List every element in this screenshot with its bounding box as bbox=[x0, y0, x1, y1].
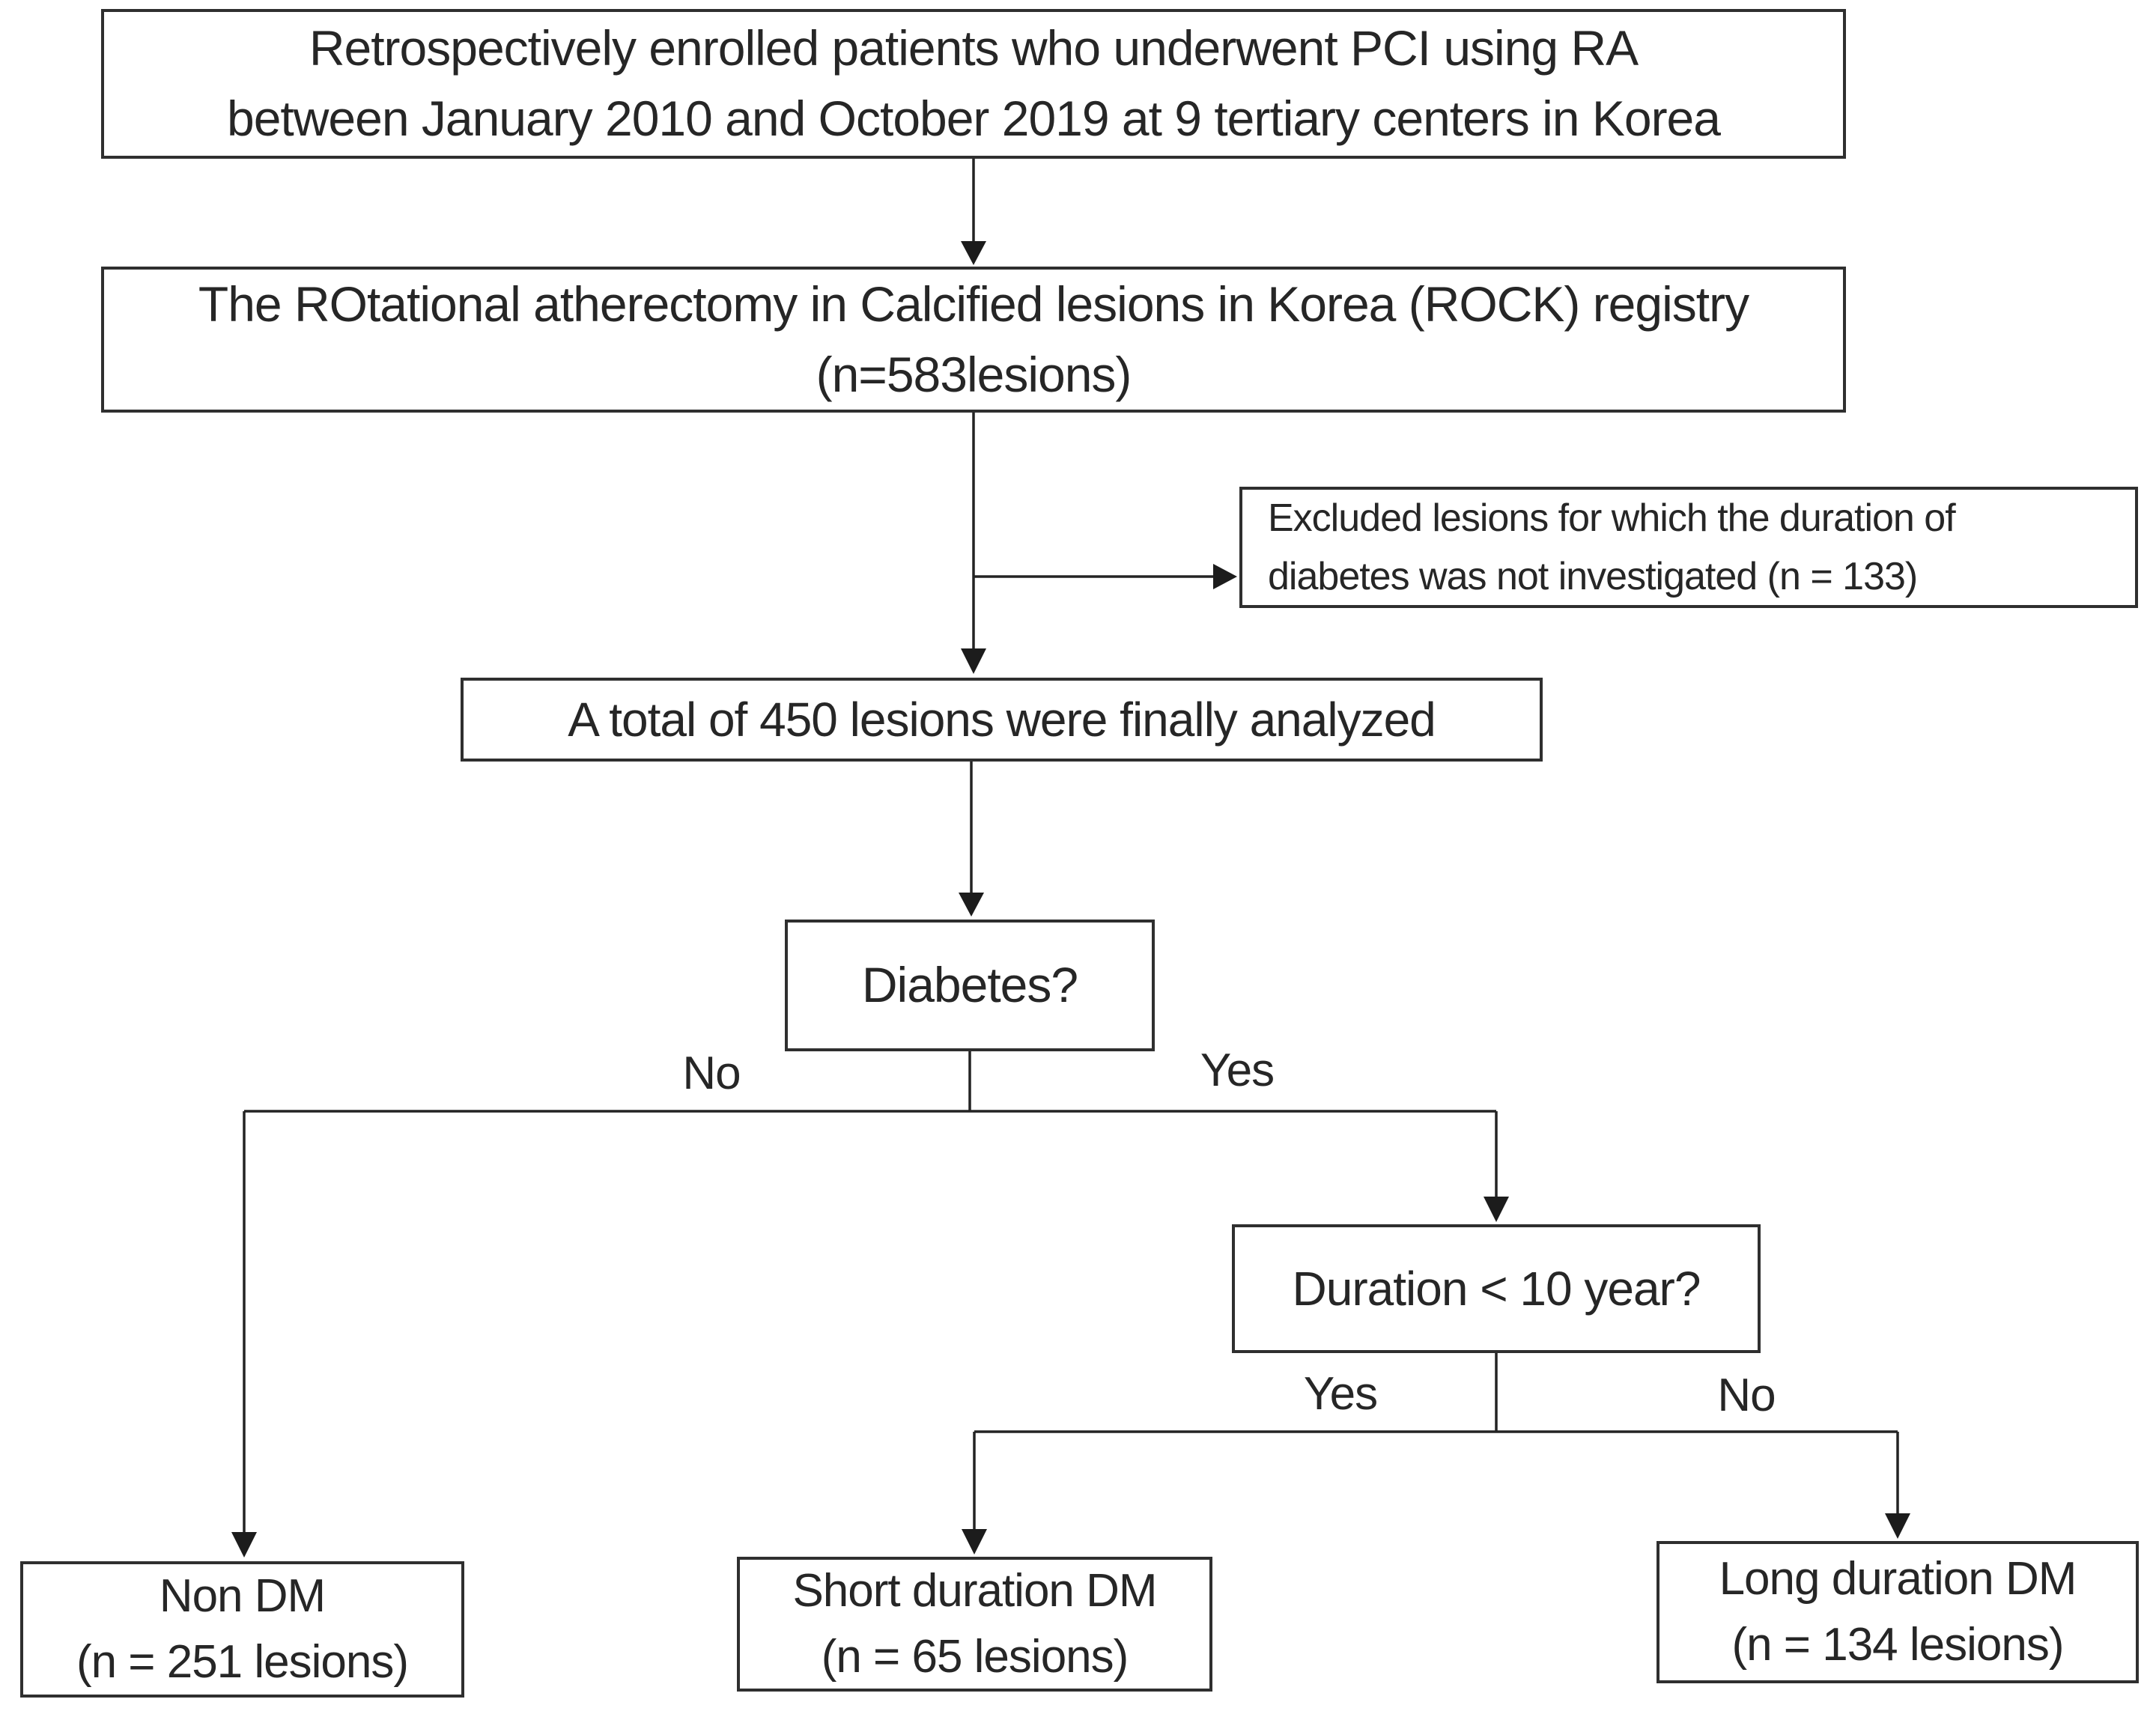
non-dm-line-2: (n = 251 lesions) bbox=[76, 1636, 409, 1688]
arrow-registry-to-analyzed bbox=[961, 413, 986, 674]
diabetes-no-label: No bbox=[682, 1048, 741, 1099]
non-dm-box: Non DM (n = 251 lesions) bbox=[20, 1561, 464, 1698]
non-dm-line-1: Non DM bbox=[159, 1569, 326, 1622]
short-dm-box: Short duration DM (n = 65 lesions) bbox=[737, 1557, 1212, 1692]
long-dm-box: Long duration DM (n = 134 lesions) bbox=[1657, 1541, 2139, 1683]
diabetes-branch-lines bbox=[231, 1051, 1509, 1558]
registry-line-1: The ROtational atherectomy in Calcified … bbox=[198, 276, 1749, 332]
long-dm-line-1: Long duration DM bbox=[1719, 1552, 2077, 1605]
registry-line-2: (n=583lesions) bbox=[816, 346, 1132, 402]
arrow-to-excluded bbox=[974, 564, 1237, 589]
excluded-box: Excluded lesions for which the duration … bbox=[1239, 487, 2138, 608]
duration-branch-lines bbox=[962, 1353, 1910, 1555]
long-dm-line-2: (n = 134 lesions) bbox=[1731, 1619, 2064, 1671]
diabetes-decision-label: Diabetes? bbox=[861, 957, 1078, 1013]
enrollment-line-2: between January 2010 and October 2019 at… bbox=[227, 91, 1721, 146]
duration-decision-label: Duration < 10 year? bbox=[1292, 1261, 1701, 1316]
enrollment-box: Retrospectively enrolled patients who un… bbox=[101, 9, 1846, 159]
arrow-analyzed-to-diabetes bbox=[959, 762, 984, 917]
duration-decision-box: Duration < 10 year? bbox=[1232, 1224, 1761, 1353]
enrollment-line-1: Retrospectively enrolled patients who un… bbox=[309, 20, 1639, 76]
excluded-line-1: Excluded lesions for which the duration … bbox=[1268, 496, 1956, 540]
analyzed-line-1: A total of 450 lesions were finally anal… bbox=[568, 692, 1436, 747]
arrow-enrollment-to-registry bbox=[961, 159, 986, 265]
duration-yes-label: Yes bbox=[1303, 1368, 1378, 1420]
registry-box: The ROtational atherectomy in Calcified … bbox=[101, 267, 1846, 413]
duration-no-label: No bbox=[1717, 1370, 1776, 1421]
short-dm-line-1: Short duration DM bbox=[792, 1564, 1157, 1617]
diabetes-yes-label: Yes bbox=[1200, 1045, 1275, 1096]
diabetes-decision-box: Diabetes? bbox=[785, 920, 1155, 1051]
short-dm-line-2: (n = 65 lesions) bbox=[821, 1631, 1129, 1683]
analyzed-box: A total of 450 lesions were finally anal… bbox=[461, 678, 1543, 762]
excluded-line-2: diabetes was not investigated (n = 133) bbox=[1268, 555, 1918, 598]
